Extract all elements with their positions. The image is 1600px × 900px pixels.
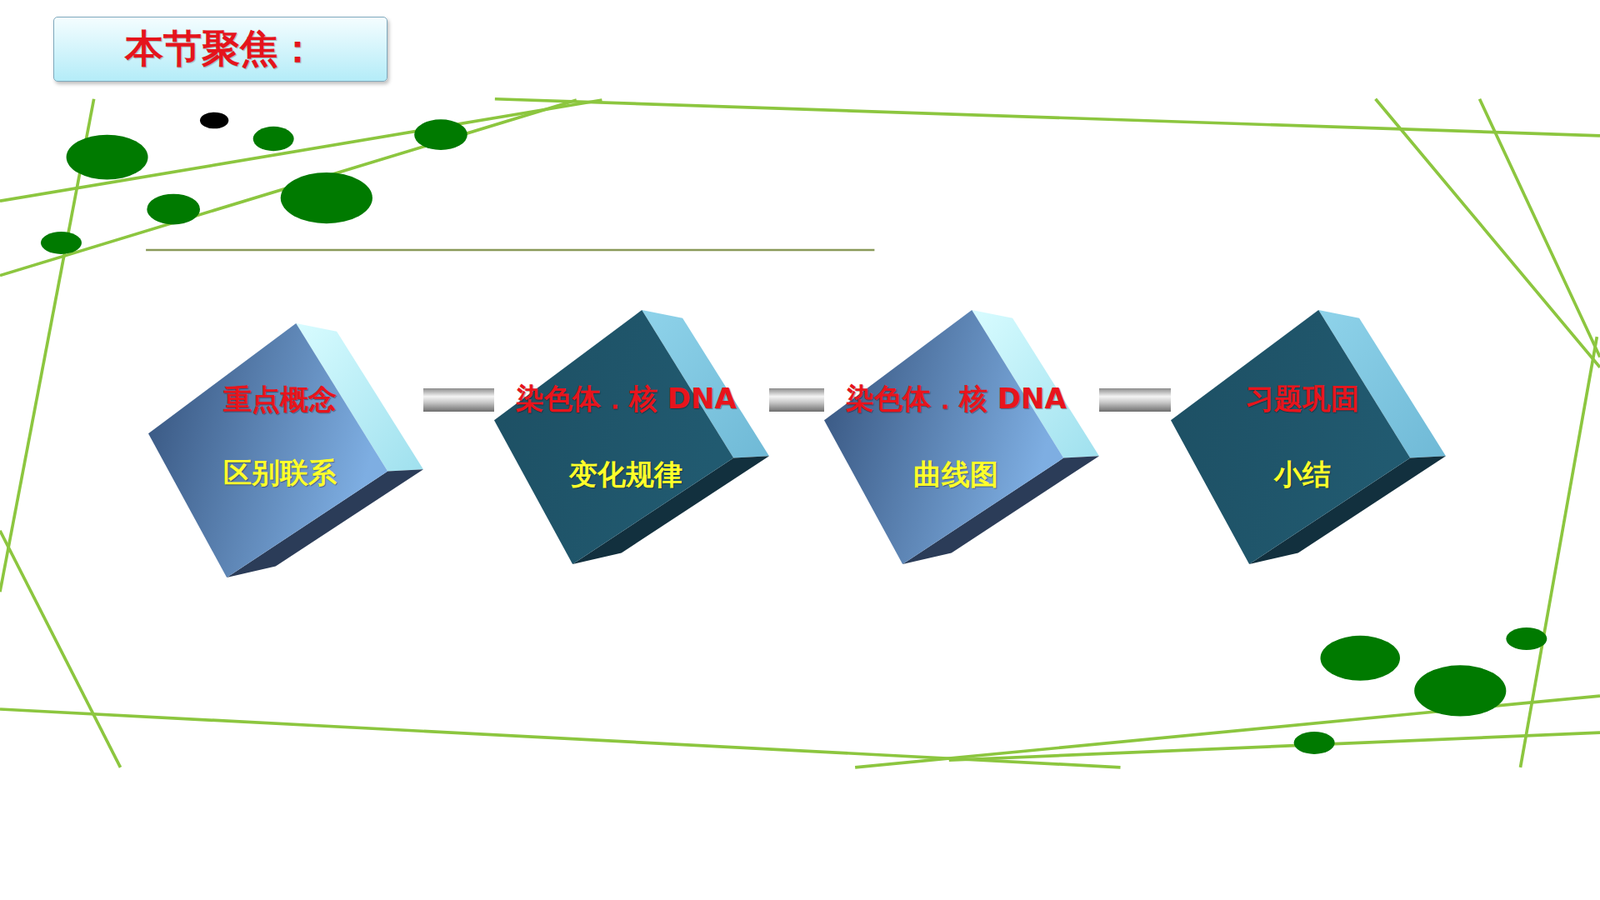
cube-heading: 染色体．核 DNA [494, 380, 759, 419]
cube-subtitle: 小结 [1170, 455, 1435, 495]
cube-subtitle: 区别联系 [148, 454, 413, 493]
cube-node: 习题巩固小结 [1170, 310, 1446, 565]
cube-node: 重点概念区别联系 [148, 323, 424, 578]
cube-shape [148, 323, 424, 578]
deco-line [0, 530, 120, 768]
tube-connector [423, 388, 495, 412]
cube-subtitle: 变化规律 [494, 455, 759, 495]
deco-dot [40, 231, 82, 255]
cube-face [148, 323, 388, 578]
cube-subtitle: 曲线图 [824, 455, 1089, 495]
deco-line [949, 732, 1600, 760]
deco-dot [1505, 627, 1547, 650]
deco-dot [200, 112, 229, 130]
deco-rule [145, 249, 875, 251]
cube-shape [494, 310, 770, 565]
cube-face [824, 310, 1064, 565]
title-text: 本节聚焦： [125, 23, 317, 75]
deco-dot [146, 194, 200, 225]
deco-dot [280, 172, 373, 224]
cube-heading: 重点概念 [148, 380, 413, 420]
cube-shape [1170, 310, 1446, 565]
cube-shape [824, 310, 1100, 565]
cube-face [494, 310, 734, 565]
cube-node: 染色体．核 DNA 曲线图 [824, 310, 1100, 565]
deco-dot [1320, 635, 1400, 681]
deco-line [495, 99, 1600, 136]
deco-dot [1414, 665, 1506, 716]
title-box: 本节聚焦： [53, 16, 388, 82]
cube-heading: 习题巩固 [1170, 380, 1435, 419]
deco-dot [66, 135, 149, 180]
cube-heading: 染色体．核 DNA [824, 380, 1089, 419]
deco-line [1480, 99, 1600, 358]
deco-line [1375, 99, 1600, 368]
tube-connector [1099, 388, 1171, 412]
cube-face [1170, 310, 1410, 565]
deco-dot [1294, 731, 1335, 755]
tube-connector [769, 388, 825, 412]
deco-dot [414, 119, 468, 150]
deco-dot [253, 126, 295, 151]
cube-node: 染色体．核 DNA 变化规律 [494, 310, 770, 565]
